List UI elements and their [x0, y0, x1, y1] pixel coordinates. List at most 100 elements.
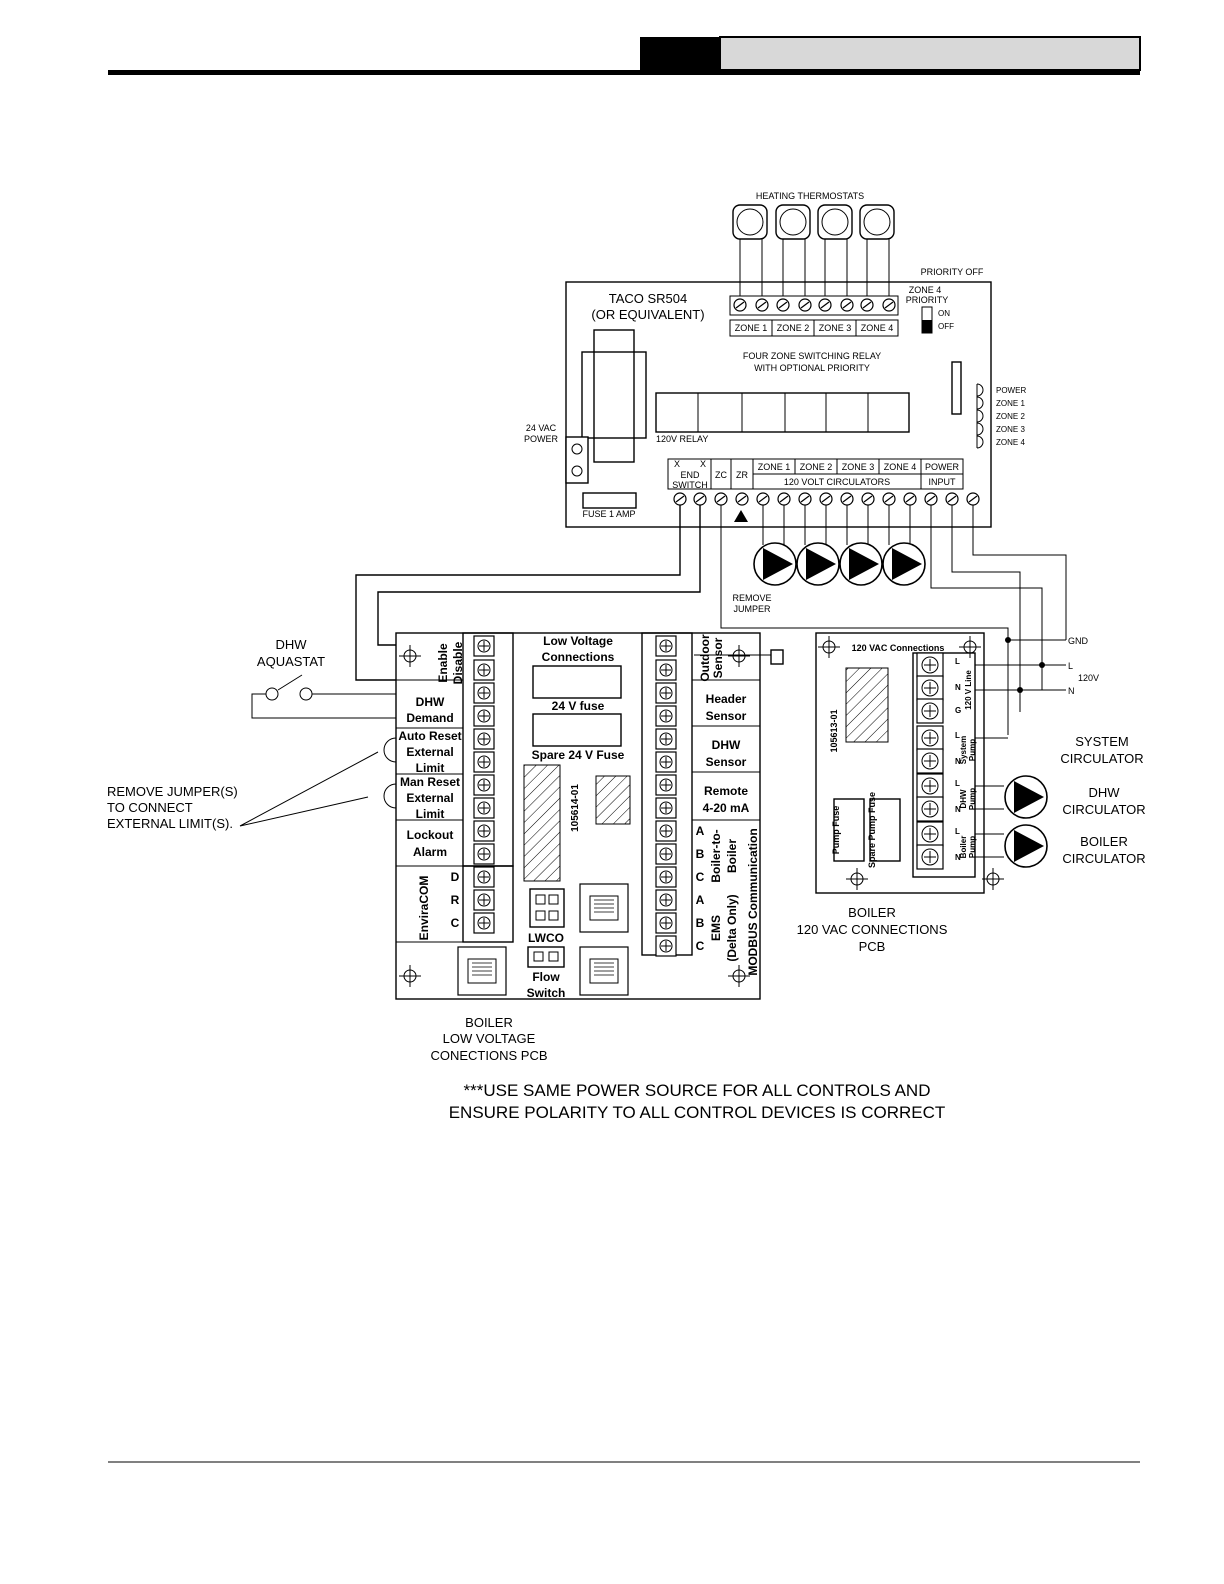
dhw-demand-label: DHW — [416, 695, 445, 709]
priority-off-label: PRIORITY OFF — [921, 267, 984, 277]
system-pump-label: System — [959, 736, 968, 764]
transformer — [581, 329, 647, 463]
led-bar — [951, 361, 962, 415]
modbus-label: MODBUS Communication — [746, 828, 760, 975]
bottom-zone-3: ZONE 3 — [842, 462, 875, 472]
hv-g-label: G — [955, 706, 961, 715]
priority-switch[interactable] — [921, 306, 933, 334]
hv-caption-2: 120 VAC CONNECTIONS — [797, 922, 948, 937]
rj45-port-3 — [579, 946, 629, 996]
120v-label: 120V — [1078, 673, 1099, 683]
relay-bank — [655, 392, 910, 433]
lv-connector-b — [595, 775, 631, 825]
system-pump-label-2: Pump — [968, 739, 977, 761]
dhw-aquastat-label-2: AQUASTAT — [257, 654, 325, 669]
outdoor-sensor-label: Outdoor — [698, 634, 712, 682]
system-pump-n: N — [955, 757, 961, 766]
heating-thermostats-label: HEATING THERMOSTATS — [756, 191, 864, 201]
led-zone-1: ZONE 1 — [996, 399, 1025, 408]
lv-caption-3: CONECTIONS PCB — [430, 1048, 547, 1063]
pump-fuse-holder — [833, 798, 865, 862]
fuse-label: FUSE 1 AMP — [582, 509, 635, 519]
dhw-pump-n: N — [955, 805, 961, 814]
right-terminal-strip — [655, 635, 677, 957]
low-voltage-title-2: Connections — [542, 650, 615, 664]
a-label-2: A — [696, 893, 705, 907]
enable-label: Enable — [436, 643, 450, 683]
left-terminal-strip — [473, 635, 495, 934]
low-voltage-pcb: Enable Disable DHW Demand Auto Reset Ext… — [395, 632, 761, 1000]
b2b-label-2: Boiler — [725, 839, 739, 873]
enviracom-label: EnviraCOM — [417, 876, 431, 941]
taco-subtitle: (OR EQUIVALENT) — [591, 307, 704, 322]
lv-caption-1: BOILER — [465, 1015, 513, 1030]
end-switch-label-2: SWITCH — [672, 480, 708, 490]
led-zone-2: ZONE 2 — [996, 412, 1025, 421]
auto-reset-label-3: Limit — [416, 761, 445, 775]
remove-jumper-label: REMOVE — [732, 593, 771, 603]
bottom-zone-1: ZONE 1 — [758, 462, 791, 472]
24v-fuse-holder — [532, 665, 622, 699]
zc-label: ZC — [715, 470, 727, 480]
led-zone-3: ZONE 3 — [996, 425, 1025, 434]
d-label: D — [451, 870, 460, 884]
spare-fuse-holder — [532, 713, 622, 747]
zone4-priority-label-2: PRIORITY — [906, 295, 949, 305]
flow-switch-connector — [527, 946, 565, 968]
remove-jumper-label-2: JUMPER — [733, 604, 771, 614]
120vac-pcb: 120 VAC Connections 105613-01 Pump Fuse … — [815, 632, 1005, 894]
a-label-1: A — [696, 824, 705, 838]
c-label-2: C — [696, 939, 705, 953]
relay-description: FOUR ZONE SWITCHING RELAY — [743, 351, 881, 361]
bottom-zone-2: ZONE 2 — [800, 462, 833, 472]
power-connector — [565, 436, 589, 484]
b2b-label: Boiler-to- — [709, 829, 723, 882]
header-sensor-label-2: Sensor — [706, 709, 747, 723]
lockout-label-2: Alarm — [413, 845, 447, 859]
hv-terminal-strip — [916, 652, 944, 870]
boiler-circulator-label: BOILER — [1080, 834, 1128, 849]
led-power: POWER — [996, 386, 1026, 395]
vac-power-label: 24 VAC — [526, 423, 557, 433]
fuse-1-amp — [582, 492, 637, 509]
r-label: R — [451, 893, 460, 907]
top-zone-3: ZONE 3 — [819, 323, 852, 333]
vac-power-label-2: POWER — [524, 434, 559, 444]
dhw-circulator-label-2: CIRCULATOR — [1062, 802, 1145, 817]
power-label: POWER — [925, 462, 960, 472]
hv-part-number: 105613-01 — [829, 709, 839, 752]
external-pumps — [975, 775, 1048, 868]
hv-line-label: 120 V Line — [964, 670, 973, 710]
low-voltage-title: Low Voltage — [543, 634, 613, 648]
remote-label: Remote — [704, 784, 748, 798]
relay-label: 120V RELAY — [656, 434, 708, 444]
remove-jumpers-line-1: REMOVE JUMPER(S) — [107, 784, 238, 799]
input-label: INPUT — [929, 477, 957, 487]
line-n-label: N — [1068, 686, 1075, 696]
outdoor-sensor-label-2: Sensor — [711, 637, 725, 678]
lv-part-number: 105614-01 — [570, 784, 581, 832]
note-line-1: ***USE SAME POWER SOURCE FOR ALL CONTROL… — [464, 1081, 931, 1100]
24v-fuse-label: 24 V fuse — [552, 699, 605, 713]
boiler-circulator-pump — [1004, 824, 1048, 868]
hv-caption-1: BOILER — [848, 905, 896, 920]
b-label-2: B — [696, 916, 705, 930]
lockout-label: Lockout — [407, 828, 454, 842]
hv-connector — [845, 667, 889, 743]
man-reset-label: Man Reset — [400, 775, 460, 789]
taco-title: TACO SR504 — [609, 291, 688, 306]
man-reset-label-3: Limit — [416, 807, 445, 821]
hv-title: 120 VAC Connections — [852, 643, 945, 653]
boiler-pump-l: L — [955, 827, 960, 836]
outdoor-sensor — [770, 649, 784, 665]
header-sensor-label: Header — [706, 692, 747, 706]
flow-switch-label-2: Switch — [527, 986, 566, 1000]
auto-reset-label-2: External — [406, 745, 453, 759]
flow-switch-label: Flow — [532, 970, 560, 984]
switch-on-label: ON — [938, 309, 950, 318]
system-circulator-label-2: CIRCULATOR — [1060, 751, 1143, 766]
dhw-circulator-pump — [1004, 775, 1048, 819]
lv-connector-a — [523, 764, 561, 882]
taco-sr504-board: TACO SR504 (OR EQUIVALENT) PRIORITY OFF … — [524, 267, 1026, 614]
dhw-aquastat: DHW AQUASTAT — [251, 637, 396, 719]
